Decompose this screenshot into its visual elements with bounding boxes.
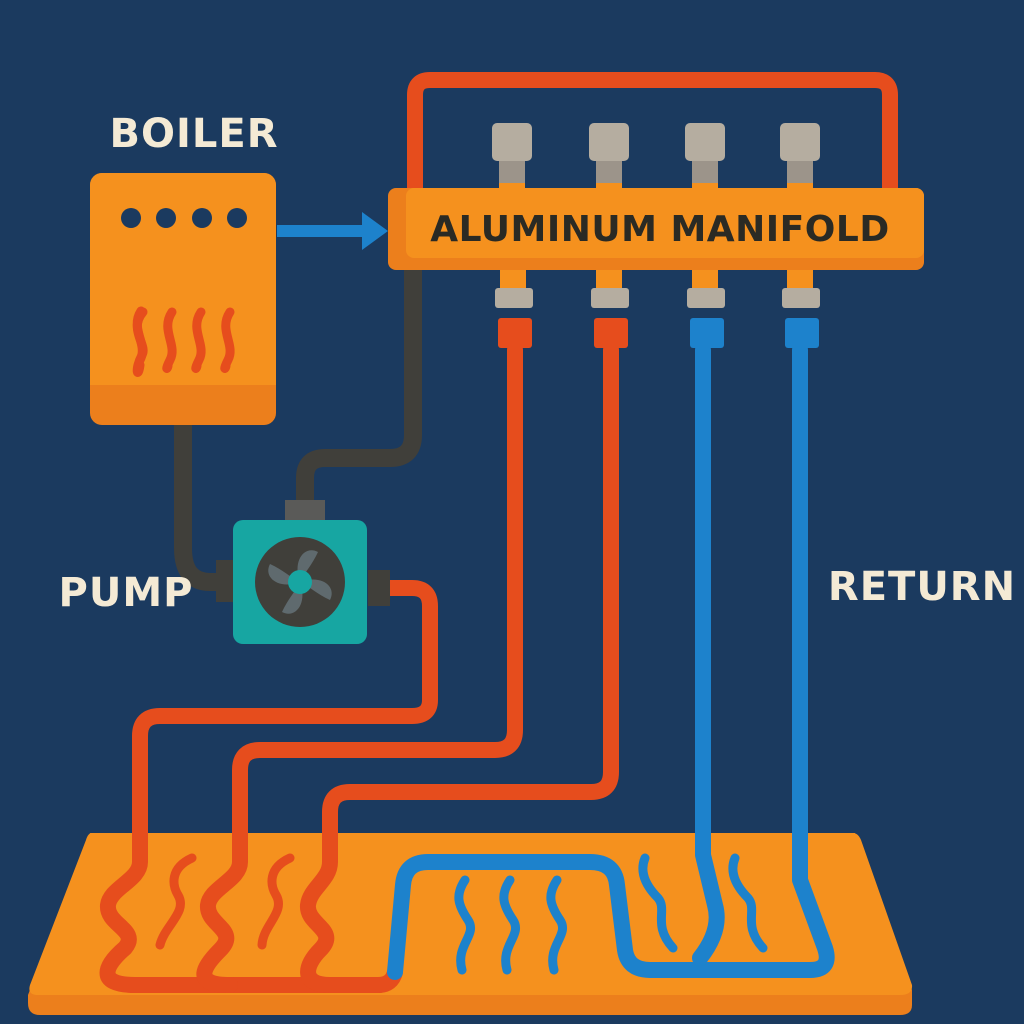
- cool-wave-icon: [638, 853, 678, 953]
- boiler-heat-waves: [132, 306, 235, 377]
- supply-fitting: [591, 268, 629, 348]
- valve-cap-icon: [492, 123, 532, 193]
- indicator-light-icon: [227, 208, 247, 228]
- supply-fitting: [495, 268, 533, 348]
- boiler-to-pump-pipe: [174, 411, 237, 591]
- manifold-label: ALUMINUM MANIFOLD: [430, 209, 889, 250]
- cool-wave-icon: [454, 875, 475, 975]
- indicator-light-icon: [156, 208, 176, 228]
- cool-wave-icon: [728, 853, 768, 953]
- heat-wave-icon: [220, 307, 235, 373]
- manifold: ALUMINUM MANIFOLD: [388, 188, 924, 270]
- boiler-label: BOILER: [110, 111, 279, 157]
- supply-pipes: [99, 342, 619, 993]
- heat-wave-icon: [191, 307, 206, 373]
- pump-label: PUMP: [59, 570, 194, 616]
- return-fitting: [782, 268, 820, 348]
- pump: [216, 500, 390, 644]
- manifold-valves: [492, 123, 820, 193]
- flow-arrow-icon: [277, 212, 388, 250]
- heat-wave-icon: [132, 306, 147, 375]
- pump-supply-pipe: [99, 580, 438, 993]
- manifold-fittings: [495, 268, 820, 348]
- cool-wave-icon: [546, 875, 567, 975]
- cool-wave-icon: [499, 875, 520, 975]
- heat-wave-icon: [155, 853, 197, 950]
- indicator-light-icon: [192, 208, 212, 228]
- return-label: RETURN: [828, 564, 1016, 610]
- boiler: [90, 173, 276, 425]
- slab-return-loop: [387, 342, 835, 980]
- cool-heat-waves: [454, 853, 768, 975]
- hot-heat-waves: [155, 853, 295, 950]
- heat-wave-icon: [257, 853, 295, 950]
- heat-wave-icon: [162, 307, 177, 373]
- valve-cap-icon: [589, 123, 629, 193]
- valve-cap-icon: [685, 123, 725, 193]
- return-pipe-1: [692, 342, 725, 966]
- indicator-lights: [121, 208, 247, 228]
- manifold-to-pump-pipe: [296, 253, 422, 509]
- supply-pipe-2: [300, 342, 619, 993]
- return-fitting: [687, 268, 725, 348]
- bypass-loop-pipe: [407, 72, 898, 203]
- supply-pipe-1: [196, 342, 523, 993]
- valve-cap-icon: [780, 123, 820, 193]
- return-pipes: [387, 342, 835, 980]
- indicator-light-icon: [121, 208, 141, 228]
